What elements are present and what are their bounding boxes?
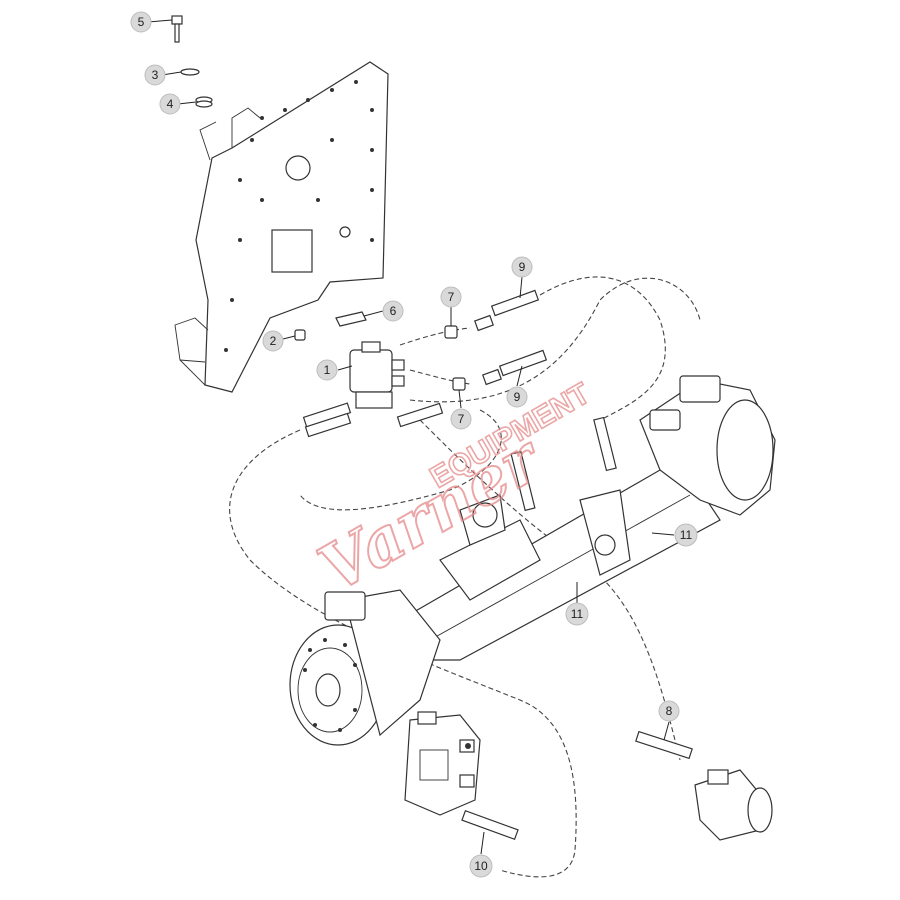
callout-1-label: 1 [324,363,331,377]
hose-fitting-9a [474,289,540,332]
callout-9b-label: 9 [514,390,521,404]
mounting-plate [174,61,389,393]
callout-9a: 9 [511,256,533,278]
callout-4: 4 [159,93,181,115]
steering-axle [289,375,776,746]
callout-10: 10 [469,854,493,878]
steering-valve-1 [349,341,405,409]
callout-10-label: 10 [474,859,488,873]
callout-7a: 7 [440,286,462,308]
callout-11b: 11 [565,602,589,626]
valve-block [404,711,481,816]
callout-4-label: 4 [167,97,174,111]
callout-5-label: 5 [138,15,145,29]
callout-5: 5 [130,11,152,33]
callout-3-label: 3 [152,68,159,82]
callout-8: 8 [658,700,680,722]
hose-routes [229,276,701,878]
callout-11b-label: 11 [571,607,584,621]
callout-7b-label: 7 [458,412,465,426]
callout-7b: 7 [450,408,472,430]
hydraulic-pump [694,769,773,841]
elbow-7a [444,325,458,339]
callout-9b: 9 [506,386,528,408]
callout-2: 2 [262,330,284,352]
fitting-2 [294,329,306,341]
callout-11a-label: 11 [680,528,693,542]
callout-6-label: 6 [390,304,397,318]
callout-2-label: 2 [270,334,277,348]
hose-fitting-8 [635,730,693,760]
hose-fitting-10 [461,809,519,841]
leader-lines [147,19,675,855]
callout-6: 6 [382,300,404,322]
callout-9a-label: 9 [519,260,526,274]
callout-7a-label: 7 [448,290,455,304]
bolt-5 [171,15,183,43]
elbow-7b [452,377,466,391]
hose-fitting-vertical [510,416,617,512]
callout-3: 3 [144,64,166,86]
washer-3 [180,68,200,76]
callout-1: 1 [316,359,338,381]
callout-11a: 11 [674,523,698,547]
hose-fitting-9b [482,349,548,386]
hose-fitting-left [302,402,444,438]
callout-8-label: 8 [666,704,673,718]
nut-4 [195,96,213,108]
fitting-strip-6 [335,311,367,327]
